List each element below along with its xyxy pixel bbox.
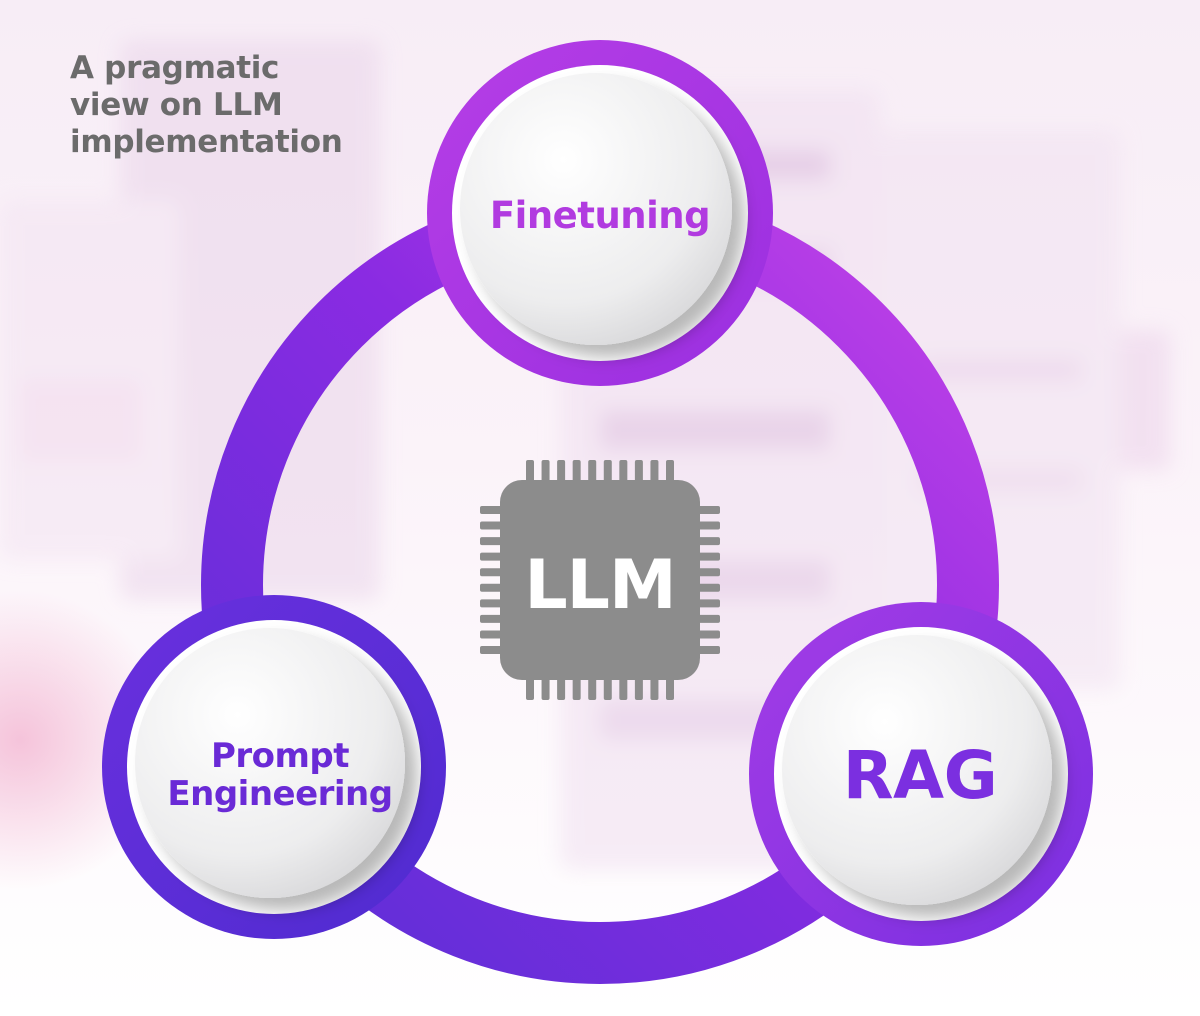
chip-pin [696,646,720,654]
chip-pin [650,676,659,700]
chip-pin [634,460,643,484]
llm-center-label: LLM [480,530,720,640]
chip-pin [541,676,550,700]
chip-pin [557,676,566,700]
chip-pin [619,676,628,700]
rag-label: RAG [790,725,1050,825]
rag-label-text: RAG [842,736,998,814]
chip-pin [696,599,720,608]
page-title-line-2: view on LLM [70,87,283,123]
chip-pin [603,676,612,700]
prompt-engineering-label: Prompt Engineering [130,720,430,830]
prompt-engineering-label-line-1: Prompt [210,736,350,776]
node-prompt-engineering [102,595,446,939]
chip-pin [541,460,550,484]
chip-pin [480,583,504,592]
chip-pin [696,568,720,577]
page-title-line-3: implementation [70,124,343,160]
chip-pin [696,583,720,592]
node-rag-disc [782,635,1052,905]
chip-pin [480,506,504,514]
chip-pin [619,460,628,484]
chip-pin [696,552,720,561]
chip-pin [480,537,504,546]
node-finetuning [427,40,773,386]
chip-pin [557,460,566,484]
chip-pin [696,537,720,546]
chip-pin [666,460,674,484]
chip-pin [634,676,643,700]
chip-pin [526,460,534,484]
chip-pin [603,460,612,484]
chip-pin [696,614,720,623]
llm-chip-icon [480,460,720,700]
chip-pin [696,521,720,530]
chip-pin [666,676,674,700]
chip-pin [696,630,720,639]
chip-pin [572,460,581,484]
chip-pin [696,506,720,514]
chip-pin [480,599,504,608]
llm-center-label-text: LLM [524,545,676,625]
chip-pin [526,676,534,700]
chip-pin [480,614,504,623]
node-rag [749,602,1093,946]
chip-pin [480,552,504,561]
chip-pin [572,676,581,700]
chip-pin [480,646,504,654]
chip-pin [480,568,504,577]
page-title: A pragmatic view on LLM implementation [70,50,390,161]
chip-pin [588,460,597,484]
chip-pin [480,630,504,639]
finetuning-label: Finetuning [450,175,750,255]
chip-pin [650,460,659,484]
finetuning-label-text: Finetuning [489,193,711,237]
node-prompt-disc [135,628,405,898]
page-title-line-1: A pragmatic [70,50,280,86]
chip-pin [480,521,504,530]
node-finetuning-disc [460,73,732,345]
prompt-engineering-label-line-2: Engineering [167,774,393,814]
chip-pin [588,676,597,700]
